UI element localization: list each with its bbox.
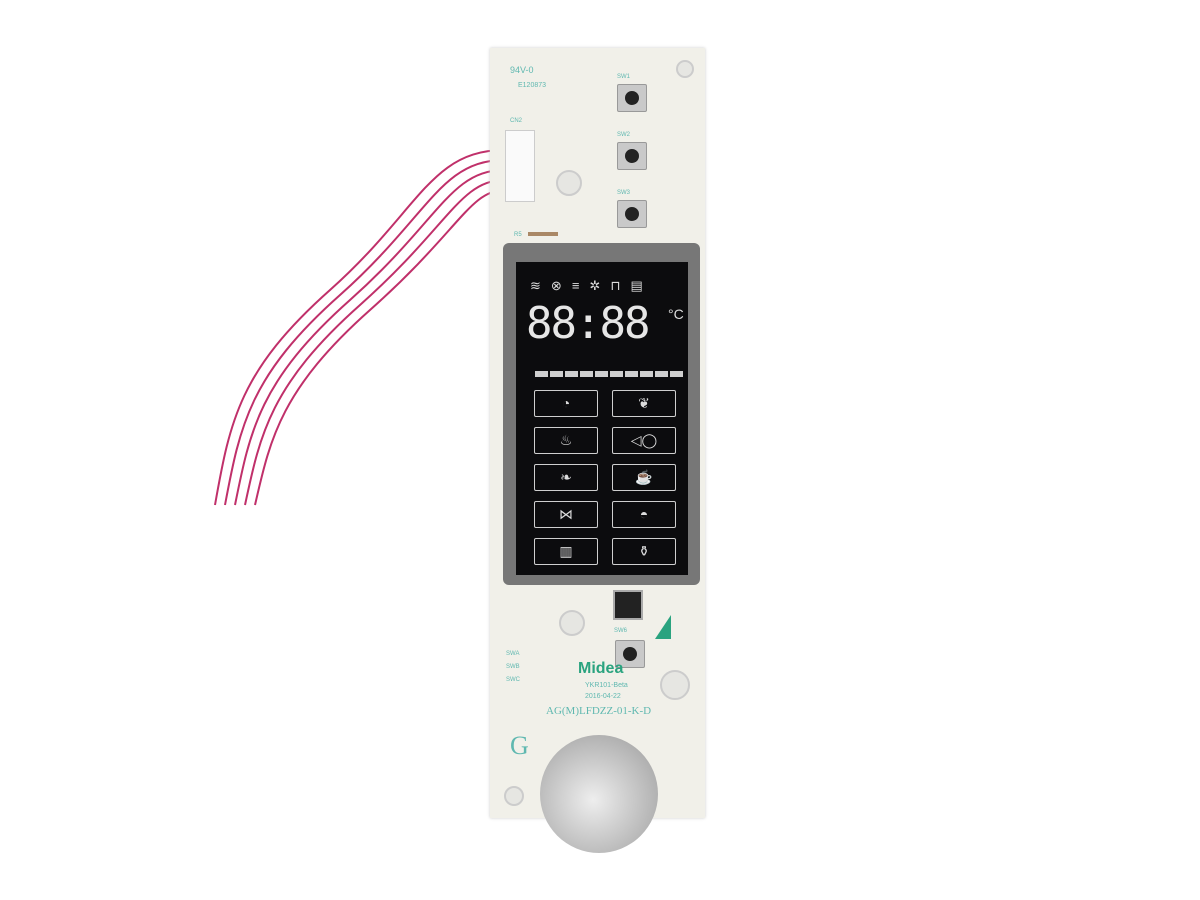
- ul-mark: 94V-0: [510, 65, 534, 75]
- beverage-icon[interactable]: ☕: [612, 464, 676, 491]
- switch-sw6[interactable]: [615, 640, 645, 668]
- swa-label: SWA: [506, 651, 520, 657]
- time-digits: 88:88: [526, 298, 650, 349]
- brand-logo: Midea: [578, 660, 624, 677]
- potato-icon[interactable]: ❦: [612, 390, 676, 417]
- defrost-icon: ✲: [589, 278, 601, 293]
- mount-hole: [660, 670, 690, 700]
- steam-icon: ≋: [530, 278, 541, 293]
- popcorn-icon[interactable]: ▥: [534, 538, 598, 565]
- mount-hole: [676, 60, 694, 78]
- resistor: [528, 232, 558, 236]
- switch-sw3[interactable]: [617, 200, 647, 228]
- switch-sw2[interactable]: [617, 142, 647, 170]
- program-grid: ◔ ❦ ♨ ◁◯ ❧ ☕ ⋈ ◓ ▥ ⚱: [534, 390, 678, 565]
- connector-label: CN2: [510, 118, 523, 124]
- switch-sw1[interactable]: [617, 84, 647, 112]
- arrow-mark: [655, 615, 671, 639]
- sw1-label: SW1: [617, 74, 631, 80]
- sw2-label: SW2: [617, 132, 631, 138]
- lock-icon: ⊓: [610, 278, 621, 293]
- left-switch-labels: SWA SWB SWC: [506, 648, 520, 687]
- sw6-label: SW6: [614, 628, 628, 634]
- rotary-knob[interactable]: [540, 735, 658, 853]
- swc-label: SWC: [506, 677, 520, 683]
- swb-label: SWB: [506, 664, 520, 670]
- chicken-icon[interactable]: ♨: [534, 427, 598, 454]
- baby-bottle-icon[interactable]: ⚱: [612, 538, 676, 565]
- grill-icon: ≡: [571, 278, 580, 293]
- buzzer: [613, 590, 643, 620]
- date-label: 2016-04-22: [585, 693, 621, 700]
- version-label: YKR101-Beta: [585, 682, 628, 689]
- part-number: AG(M)LFDZZ-01-K-D: [546, 705, 652, 717]
- mount-hole: [504, 786, 524, 806]
- vegetable-icon[interactable]: ❧: [534, 464, 598, 491]
- celsius-unit: °C: [668, 306, 684, 322]
- cake-icon[interactable]: ◓: [612, 501, 676, 528]
- lcd-display: [516, 262, 688, 575]
- fish-icon[interactable]: ◁◯: [612, 427, 676, 454]
- pizza-icon[interactable]: ◔: [534, 390, 598, 417]
- progress-bar: [535, 364, 685, 382]
- pasta-icon[interactable]: ⋈: [534, 501, 598, 528]
- menu-icon: ▤: [630, 278, 643, 293]
- mount-hole: [556, 170, 582, 196]
- resistor-label: R5: [514, 232, 522, 238]
- sw3-label: SW3: [617, 190, 631, 196]
- status-icons: ≋ ⊗ ≡ ✲ ⊓ ▤: [530, 278, 653, 293]
- corner-mark: G: [510, 731, 529, 760]
- connector: [505, 130, 535, 202]
- mount-hole: [559, 610, 585, 636]
- no-preheat-icon: ⊗: [550, 278, 562, 293]
- file-number: E120873: [518, 82, 547, 89]
